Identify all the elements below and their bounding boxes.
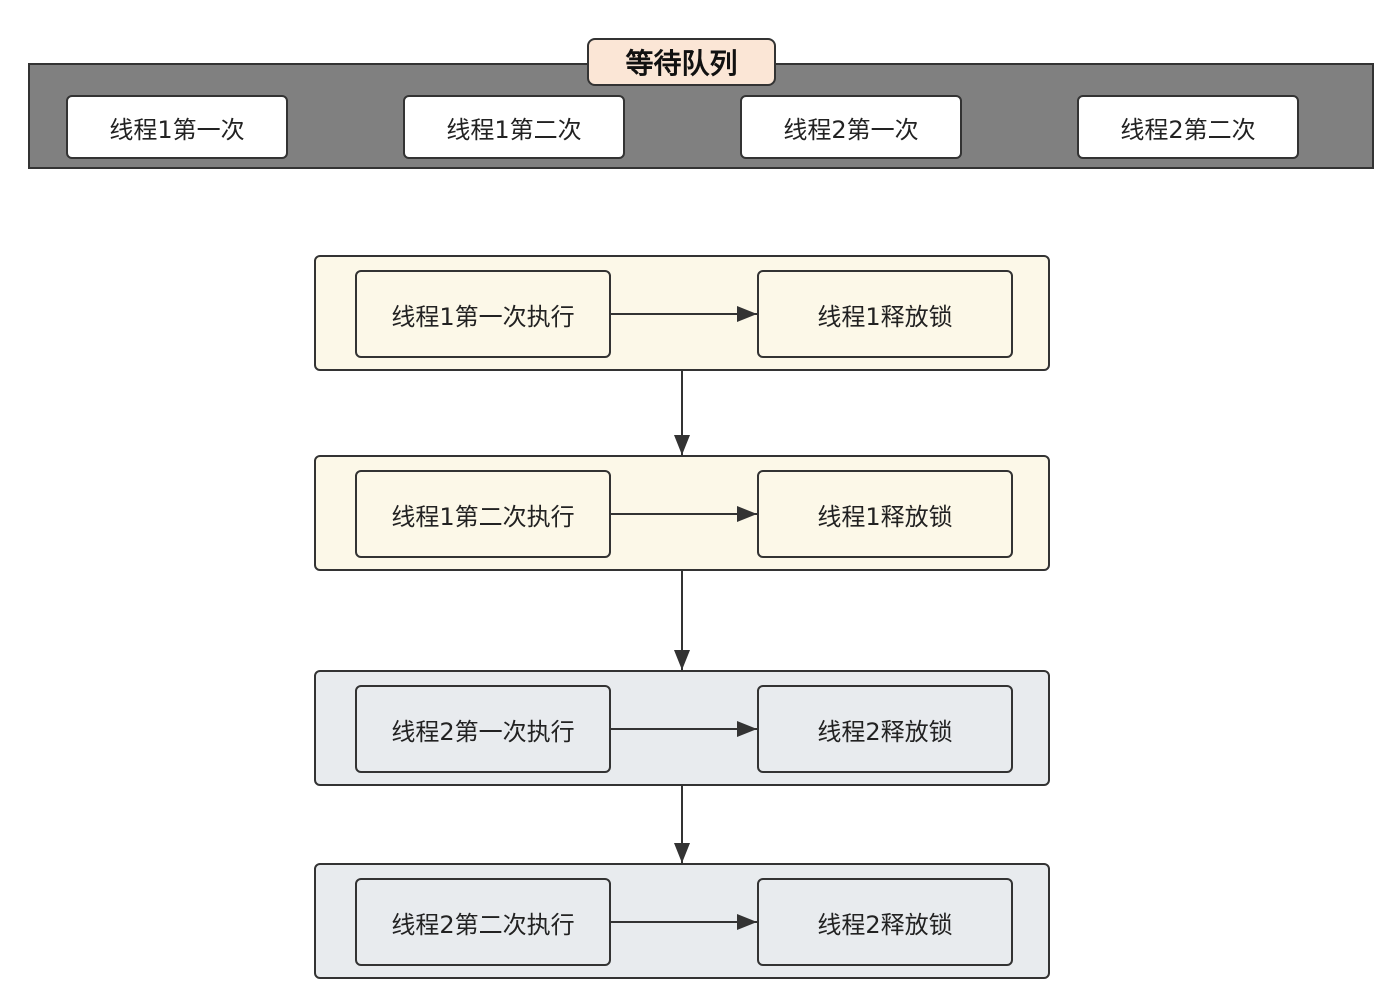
stage-thread2-first: 线程2第一次执行 线程2释放锁 bbox=[314, 670, 1050, 786]
step-execute: 线程1第一次执行 bbox=[355, 270, 611, 358]
step-release-lock: 线程1释放锁 bbox=[757, 270, 1013, 358]
stage-thread1-second: 线程1第二次执行 线程1释放锁 bbox=[314, 455, 1050, 571]
step-release-lock: 线程1释放锁 bbox=[757, 470, 1013, 558]
arrow-right bbox=[611, 721, 757, 737]
arrow-right bbox=[611, 306, 757, 322]
waiting-queue-title: 等待队列 bbox=[587, 38, 776, 86]
step-release-lock: 线程2释放锁 bbox=[757, 685, 1013, 773]
arrow-down bbox=[674, 571, 690, 670]
arrow-right bbox=[611, 914, 757, 930]
queue-item-thread1-second: 线程1第二次 bbox=[403, 95, 625, 159]
arrow-down bbox=[674, 371, 690, 455]
stage-thread1-first: 线程1第一次执行 线程1释放锁 bbox=[314, 255, 1050, 371]
step-execute: 线程1第二次执行 bbox=[355, 470, 611, 558]
step-execute: 线程2第二次执行 bbox=[355, 878, 611, 966]
step-execute: 线程2第一次执行 bbox=[355, 685, 611, 773]
arrow-right bbox=[611, 506, 757, 522]
step-release-lock: 线程2释放锁 bbox=[757, 878, 1013, 966]
stage-thread2-second: 线程2第二次执行 线程2释放锁 bbox=[314, 863, 1050, 979]
arrow-down bbox=[674, 786, 690, 863]
queue-item-thread1-first: 线程1第一次 bbox=[66, 95, 288, 159]
queue-item-thread2-first: 线程2第一次 bbox=[740, 95, 962, 159]
queue-item-thread2-second: 线程2第二次 bbox=[1077, 95, 1299, 159]
